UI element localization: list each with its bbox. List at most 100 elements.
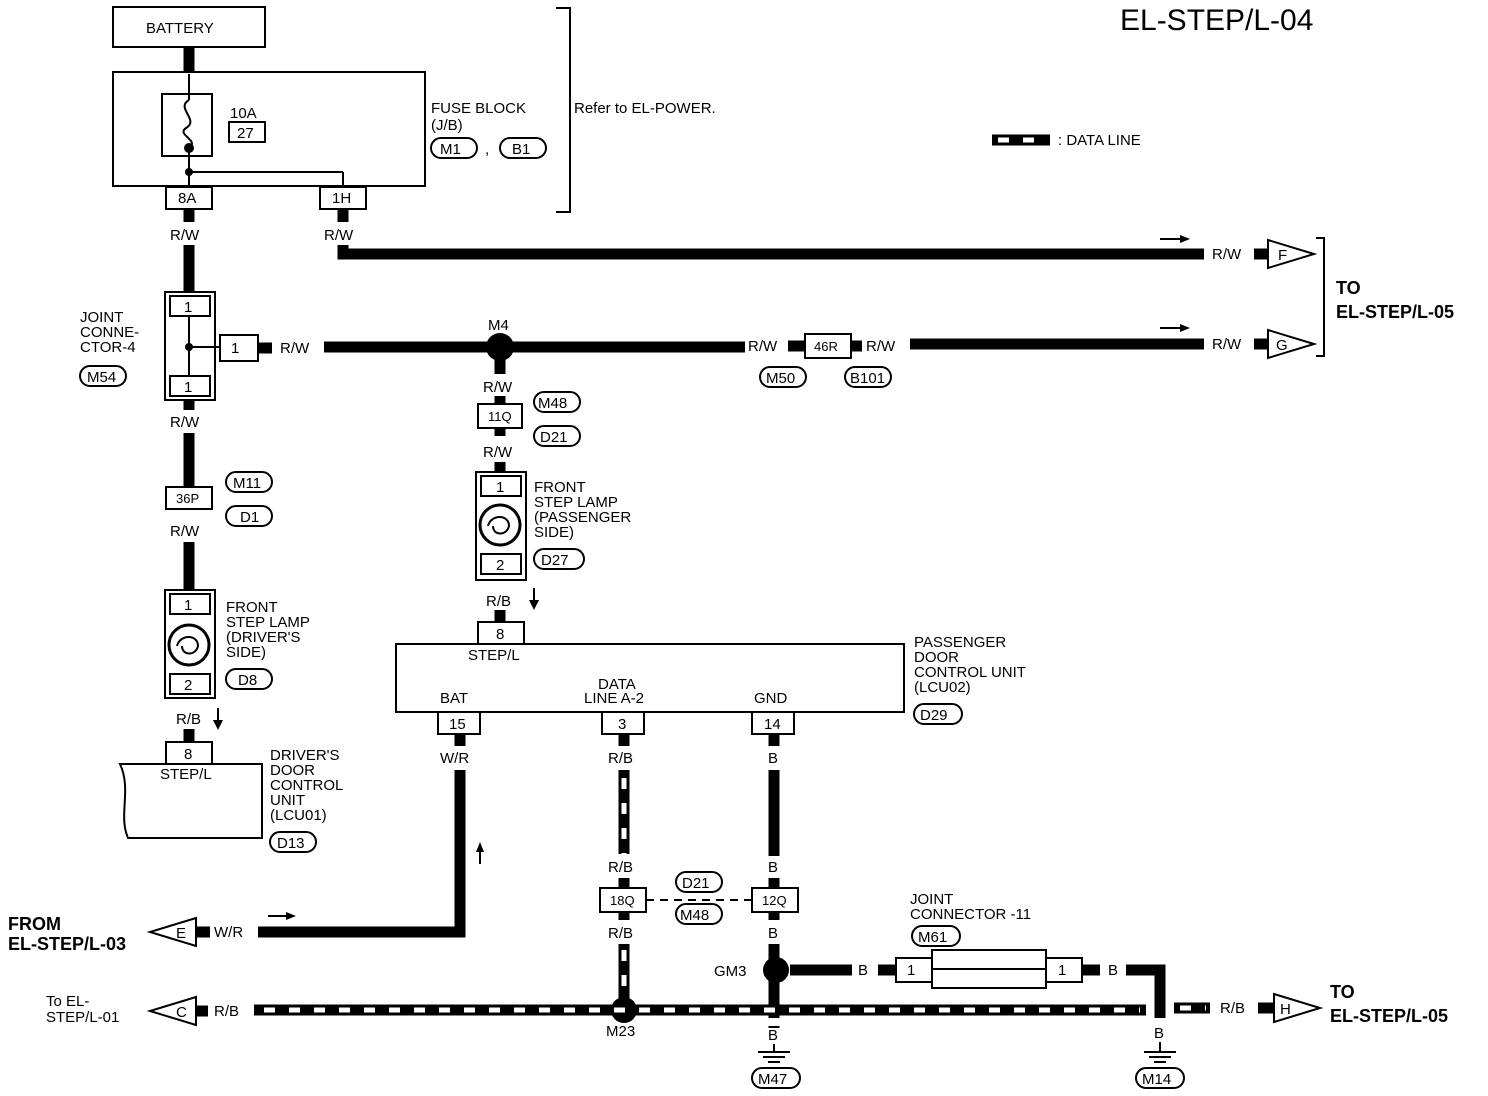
- ground-m14: M14: [1135, 1051, 1185, 1089]
- svg-text:M14: M14: [1142, 1071, 1171, 1088]
- svg-text:CONTROL: CONTROL: [270, 777, 343, 794]
- svg-text:(J/B): (J/B): [431, 117, 463, 134]
- svg-text:EL-STEP/L-05: EL-STEP/L-05: [1330, 1006, 1448, 1026]
- svg-text:R/W: R/W: [324, 227, 354, 244]
- svg-text:W/R: W/R: [440, 750, 469, 767]
- from-el-step-l03: FROM: [8, 914, 61, 934]
- svg-text:M4: M4: [488, 317, 509, 334]
- svg-text:M11: M11: [233, 475, 261, 492]
- svg-text:R/W: R/W: [170, 523, 200, 540]
- svg-text:R/B: R/B: [486, 593, 511, 610]
- svg-text:8: 8: [184, 746, 192, 763]
- connector-c: C: [146, 995, 197, 1027]
- svg-text:R/W: R/W: [866, 338, 896, 355]
- svg-text:: DATA LINE: : DATA LINE: [1058, 132, 1141, 149]
- svg-text:R/W: R/W: [483, 444, 513, 461]
- svg-text:M50: M50: [766, 370, 795, 387]
- joint-connector-4: 1 1 1 JOINT CONNE- CTOR-4 M54: [79, 291, 259, 401]
- svg-text:M1: M1: [440, 141, 461, 158]
- data-line-legend: : DATA LINE: [992, 132, 1141, 149]
- svg-text:UNIT: UNIT: [270, 792, 305, 809]
- svg-text:B: B: [768, 1027, 778, 1044]
- svg-text:R/W: R/W: [748, 338, 778, 355]
- svg-text:CONNECTOR -11: CONNECTOR -11: [910, 906, 1031, 923]
- inline-connector-36p: 36P M11 D1: [165, 471, 273, 527]
- svg-text:M54: M54: [87, 369, 116, 386]
- splice-m4: [486, 333, 514, 361]
- svg-text:DATA: DATA: [598, 676, 636, 693]
- to-el-step-l05-bottom: TO: [1330, 982, 1355, 1002]
- svg-text:36P: 36P: [176, 491, 199, 506]
- svg-text:14: 14: [764, 716, 781, 733]
- battery-box: BATTERY: [112, 6, 266, 48]
- svg-text:1: 1: [184, 597, 192, 614]
- svg-text:R/B: R/B: [608, 859, 633, 876]
- front-step-lamp-driver: 1 2 FRONT STEP LAMP (DRIVER'S SIDE) D8: [164, 589, 310, 699]
- svg-text:D27: D27: [541, 552, 569, 569]
- svg-text:D21: D21: [540, 429, 568, 446]
- svg-text:R/B: R/B: [214, 1003, 239, 1020]
- svg-text:M23: M23: [606, 1023, 635, 1040]
- inline-connector-46r: 46R M50 B101: [759, 333, 892, 388]
- inline-connector-12q: 12Q: [751, 887, 799, 913]
- connector-f: F: [1267, 238, 1318, 270]
- svg-text:M48: M48: [680, 907, 709, 924]
- svg-text:BAT: BAT: [440, 690, 468, 707]
- svg-text:F: F: [1278, 247, 1287, 264]
- svg-text:PASSENGER: PASSENGER: [914, 634, 1006, 651]
- driver-door-control-unit: 8 STEP/L DRIVER'S DOOR CONTROL UNIT (LCU…: [118, 741, 343, 853]
- svg-text:R/W: R/W: [170, 227, 200, 244]
- svg-text:DOOR: DOOR: [914, 649, 959, 666]
- svg-text:1: 1: [496, 479, 504, 496]
- svg-text:11Q: 11Q: [488, 409, 512, 424]
- svg-text:B: B: [768, 925, 778, 942]
- fuse-number: 27: [237, 125, 254, 142]
- fuse-amp: 10A: [230, 105, 257, 122]
- svg-text:2: 2: [496, 557, 504, 574]
- svg-text:R/W: R/W: [170, 414, 200, 431]
- svg-text:B1: B1: [512, 141, 530, 158]
- connector-g: G: [1267, 328, 1318, 360]
- svg-text:(DRIVER'S: (DRIVER'S: [226, 629, 301, 646]
- to-el-step-l01: To EL-: [46, 993, 89, 1010]
- fuse-block: 10A 27 8A 1H: [112, 71, 426, 210]
- svg-text:2: 2: [184, 677, 192, 694]
- svg-text:C: C: [176, 1004, 187, 1021]
- svg-text:(LCU01): (LCU01): [270, 807, 327, 824]
- svg-text:R/B: R/B: [608, 750, 633, 767]
- svg-text:SIDE): SIDE): [226, 644, 266, 661]
- svg-text:EL-STEP/L-05: EL-STEP/L-05: [1336, 302, 1454, 322]
- splice-gm3: [763, 957, 789, 983]
- svg-text:1: 1: [1058, 962, 1066, 979]
- svg-text:3: 3: [618, 716, 626, 733]
- passenger-door-control-unit: 8 STEP/L BAT DATA LINE A-2 GND 15 3 14 P…: [395, 621, 1026, 735]
- inline-connector-11q: 11Q M48 D21: [477, 391, 581, 447]
- svg-text:B: B: [768, 750, 778, 767]
- svg-text:E: E: [176, 925, 186, 942]
- svg-text:15: 15: [449, 716, 466, 733]
- svg-text:B101: B101: [850, 370, 885, 387]
- svg-text:FRONT: FRONT: [226, 599, 278, 616]
- svg-text:12Q: 12Q: [762, 893, 787, 908]
- svg-text:BATTERY: BATTERY: [146, 20, 214, 37]
- svg-text:M47: M47: [758, 1071, 787, 1088]
- svg-text:STEP/L: STEP/L: [160, 766, 212, 783]
- svg-text:1: 1: [184, 379, 192, 396]
- svg-text:DRIVER'S: DRIVER'S: [270, 747, 340, 764]
- svg-text:(PASSENGER: (PASSENGER: [534, 509, 631, 526]
- svg-text:FUSE BLOCK: FUSE BLOCK: [431, 100, 526, 117]
- svg-text:B: B: [768, 859, 778, 876]
- svg-text:GM3: GM3: [714, 963, 747, 980]
- svg-text:R/W: R/W: [483, 379, 513, 396]
- svg-text:R/W: R/W: [1212, 246, 1242, 263]
- svg-text:D1: D1: [240, 509, 259, 526]
- svg-text:R/B: R/B: [608, 925, 633, 942]
- svg-text:W/R: W/R: [214, 924, 243, 941]
- svg-text:CTOR-4: CTOR-4: [80, 339, 136, 356]
- svg-text:STEP LAMP: STEP LAMP: [534, 494, 618, 511]
- svg-text:R/B: R/B: [176, 711, 201, 728]
- svg-text:R/W: R/W: [280, 340, 310, 357]
- fuse-block-label: FUSE BLOCK (J/B) M1 , B1 Refer to EL-POW…: [430, 7, 716, 213]
- ground-m47: M47: [751, 1051, 801, 1089]
- svg-text:GND: GND: [754, 690, 788, 707]
